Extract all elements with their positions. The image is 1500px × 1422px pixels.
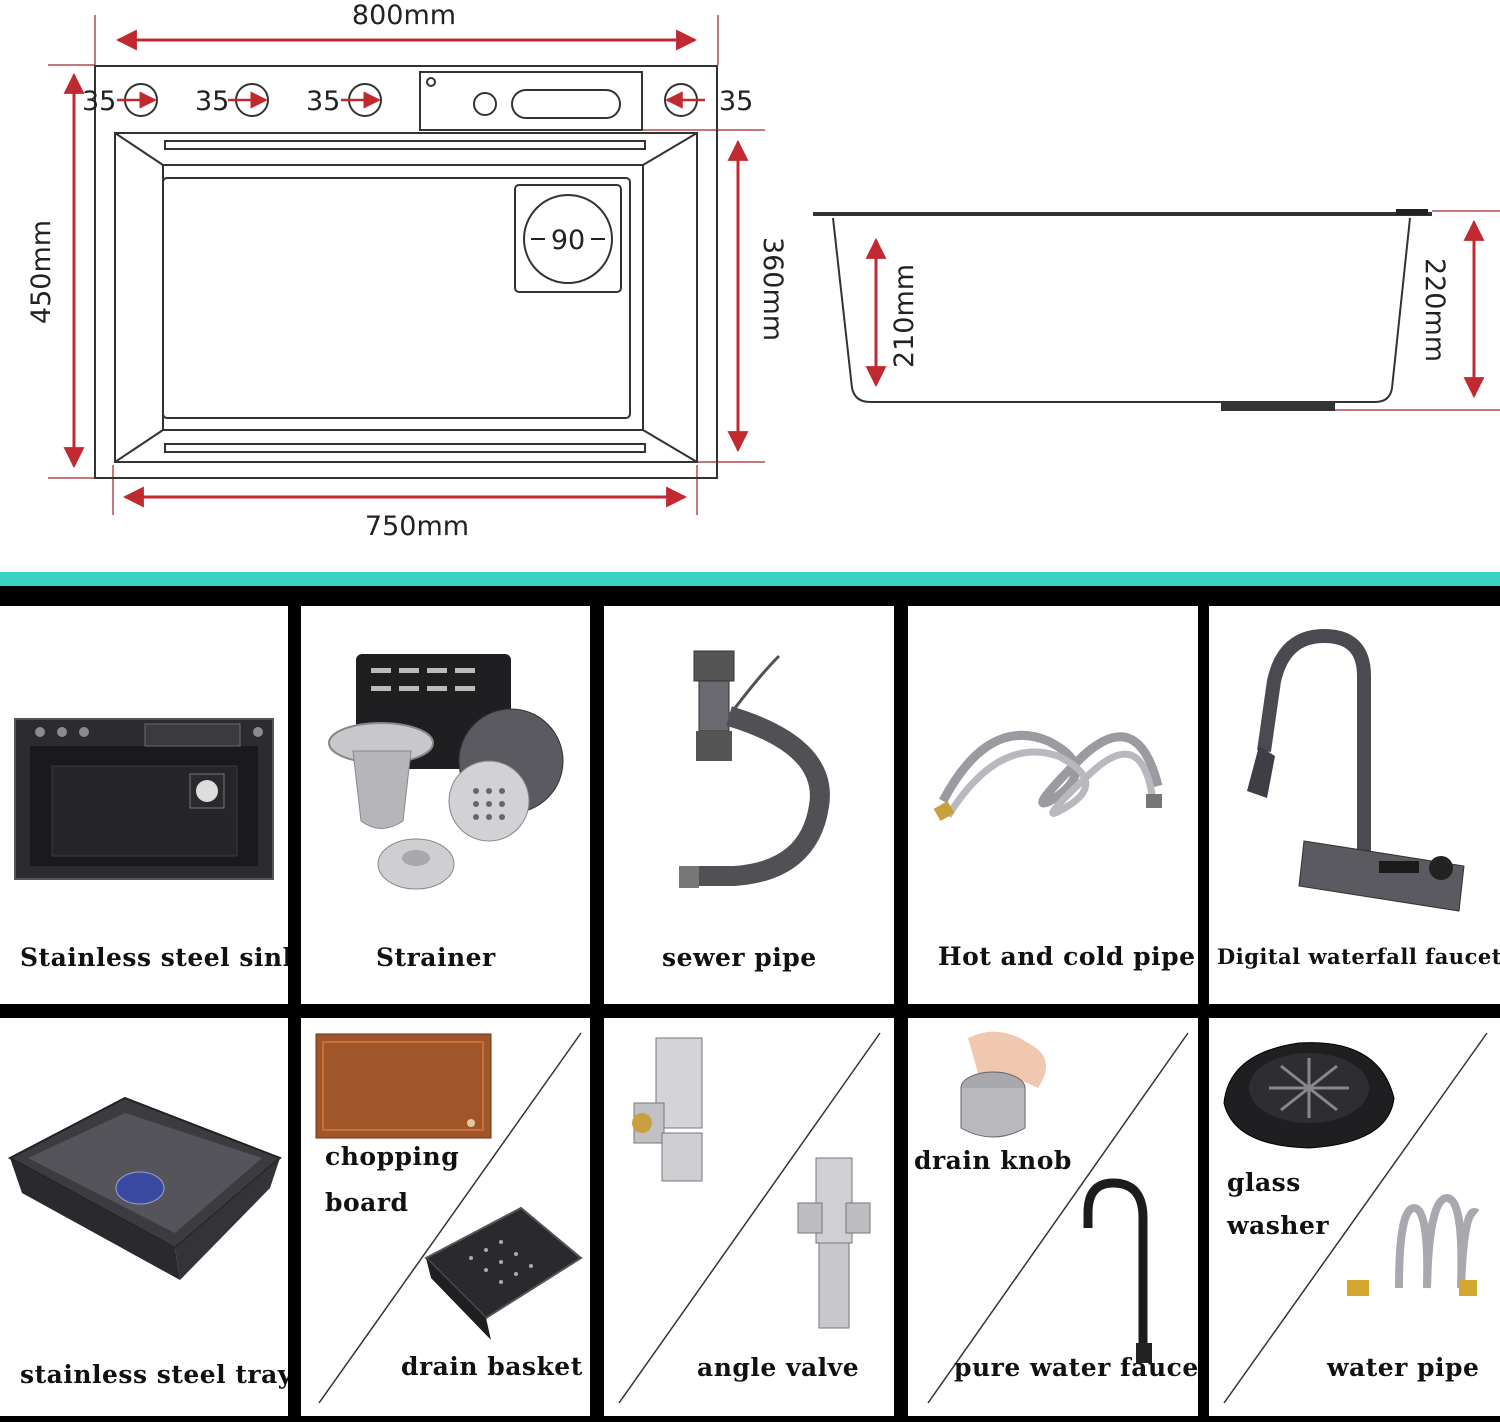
drain-diameter-label: 90 xyxy=(551,225,585,256)
cell-drain-knob: drain knob pure water faucet xyxy=(908,1018,1198,1416)
pure-water-faucet-icon xyxy=(1083,1178,1152,1363)
drain-circle xyxy=(523,194,613,284)
sink-icon xyxy=(14,718,274,880)
hole-spacing-1: 35 xyxy=(82,86,116,117)
control-panel xyxy=(419,71,643,131)
left-height-label: 450mm xyxy=(26,220,57,324)
cell-chopping-board: chopping board drain basket xyxy=(301,1018,590,1416)
cell-stainless-steel-sink: Stainless steel sink xyxy=(0,606,288,1004)
braided-hose-icon xyxy=(933,730,1163,822)
label-board: board xyxy=(325,1188,409,1217)
accessory-grid: Stainless steel sink Strainer xyxy=(0,586,1500,1422)
label-angle-valve: angle valve xyxy=(697,1353,860,1382)
water-pipe-icon xyxy=(1395,1193,1480,1289)
drain-basket-icon xyxy=(424,1206,583,1340)
label-stainless-steel-sink: Stainless steel sink xyxy=(20,943,288,972)
glass-washer-icon xyxy=(1223,1032,1488,1404)
label-strainer: Strainer xyxy=(376,943,496,972)
cell-sewer-pipe: sewer pipe xyxy=(604,606,894,1004)
label-washer: washer xyxy=(1227,1211,1330,1240)
angle-valve-icon xyxy=(618,1032,881,1404)
cell-digital-waterfall-faucet: Digital waterfall faucet xyxy=(1209,606,1500,1004)
dimension-diagram: 800mm 750mm 450mm 360mm 35 35 35 35 90 2… xyxy=(26,0,1500,542)
drain-knob-icon xyxy=(927,1031,1189,1404)
cell-stainless-steel-tray: stainless steel tray xyxy=(0,1018,288,1416)
drain-square xyxy=(514,184,622,293)
label-sewer-pipe: sewer pipe xyxy=(662,943,817,972)
cell-hot-and-cold-pipe: Hot and cold pipe xyxy=(908,606,1198,1004)
top-width-label: 800mm xyxy=(352,0,456,31)
label-pure-water-faucet: pure water faucet xyxy=(954,1353,1198,1382)
label-drain-knob: drain knob xyxy=(914,1146,1072,1175)
label-glass: glass xyxy=(1227,1168,1301,1197)
tray-icon xyxy=(7,1096,282,1280)
label-drain-basket: drain basket xyxy=(401,1352,583,1381)
cutting-board-icon xyxy=(315,1032,583,1404)
label-stainless-steel-tray: stainless steel tray xyxy=(20,1360,288,1389)
depth-outer-label: 220mm xyxy=(1419,258,1450,362)
label-water-pipe: water pipe xyxy=(1327,1353,1480,1382)
label-hot-and-cold-pipe: Hot and cold pipe xyxy=(938,942,1196,971)
faucet-icon xyxy=(1247,628,1465,912)
hole-spacing-3: 35 xyxy=(306,86,340,117)
cell-glass-washer: glass washer water pipe xyxy=(1209,1018,1500,1416)
hole-spacing-2: 35 xyxy=(195,86,229,117)
strainer-icon xyxy=(328,654,564,890)
teal-divider xyxy=(0,572,1500,586)
hole-spacing-4: 35 xyxy=(719,86,753,117)
sink-outer-outline xyxy=(94,65,718,479)
depth-inner-label: 210mm xyxy=(889,264,920,368)
cell-strainer: Strainer xyxy=(301,606,590,1004)
sink-bowl-outline xyxy=(114,132,698,463)
sink-side-profile xyxy=(832,217,1411,403)
cell-angle-valve: angle valve xyxy=(604,1018,894,1416)
inner-height-label: 360mm xyxy=(757,237,788,341)
sewer-pipe-icon xyxy=(679,650,830,888)
bottom-width-label: 750mm xyxy=(365,511,469,542)
label-chopping: chopping xyxy=(325,1142,460,1171)
label-digital-waterfall-faucet: Digital waterfall faucet xyxy=(1217,944,1500,969)
